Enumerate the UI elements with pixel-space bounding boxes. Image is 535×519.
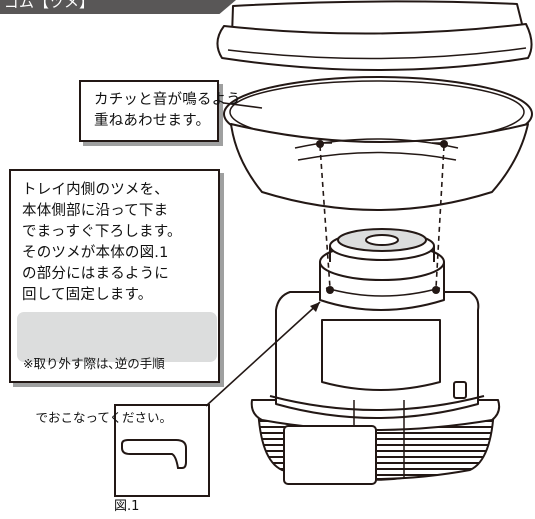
callout-tray-line-2: 本体側部に沿って下ま — [22, 203, 169, 219]
figure-label: 図.1 — [114, 499, 140, 514]
leader-line-top — [215, 101, 263, 109]
callout-lid: カチッと音が鳴るよう 重ねあわせます。 — [79, 80, 241, 142]
lid — [216, 0, 533, 71]
leader-line-inset — [205, 301, 321, 407]
machine-body — [250, 228, 501, 485]
tray-tab-dot-left — [316, 140, 324, 148]
tray — [223, 76, 533, 211]
header-tab: ゴム【ツメ】 — [0, 0, 236, 14]
callout-tray-line-3: でまっすぐ下ろします。 — [22, 224, 182, 240]
tray-tab-dot-right — [440, 140, 448, 148]
slot-detail-shape — [121, 439, 187, 469]
removal-note-line-2: でおこなってください。 — [23, 410, 173, 425]
callout-tray-line-5: の部分にはまるように — [22, 266, 169, 282]
callout-tray: トレイ内側のツメを、 本体側部に沿って下ま でまっすぐ下ろします。 そのツメが本… — [9, 169, 220, 425]
body-slot-dot-right — [432, 286, 440, 294]
callout-tray-line-4: そのツメが本体の図.1 — [22, 245, 169, 261]
callout-tray-line-1: トレイ内側のツメを、 — [22, 182, 169, 198]
alignment-guides — [319, 145, 445, 289]
callout-lid-line-2: 重ねあわせます。 — [94, 113, 211, 129]
header-tab-label: ゴム【ツメ】 — [4, 0, 95, 11]
body-slot-dot-left — [326, 286, 334, 294]
callout-tray-line-6: 回して固定します。 — [22, 287, 153, 303]
callout-lid-line-1: カチッと音が鳴るよう — [94, 92, 241, 108]
removal-note-line-1: ※取り外す際は､逆の手順 — [23, 356, 165, 371]
removal-note: ※取り外す際は､逆の手順 でおこなってください。 — [17, 312, 217, 425]
